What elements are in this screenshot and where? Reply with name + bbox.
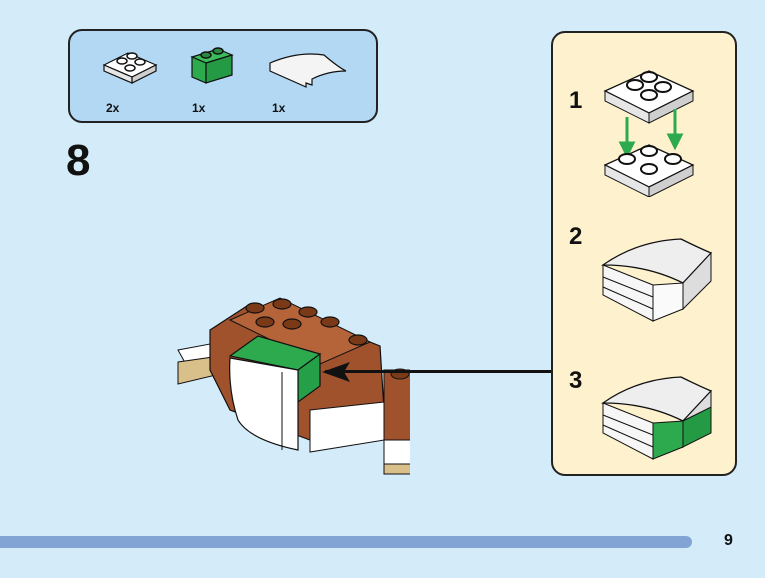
part-quantity: 1x xyxy=(192,101,206,115)
part-white-curved-slope: 1x xyxy=(268,41,348,121)
sub-step-number: 2 xyxy=(569,223,583,250)
white-plate-icon xyxy=(102,52,158,84)
sub-step-number: 3 xyxy=(569,367,583,394)
page-number: 9 xyxy=(724,532,733,549)
callout-line xyxy=(325,370,552,373)
callout-arrow-icon xyxy=(322,362,350,382)
part-quantity: 1x xyxy=(272,101,286,115)
step-number: 8 xyxy=(66,136,91,185)
model-assembly-illustration xyxy=(177,297,410,475)
sub-step-number: 1 xyxy=(569,87,583,114)
green-brick-icon xyxy=(190,47,234,84)
curved-slope-icon xyxy=(269,53,347,88)
sub-assembly-box: 1 2 3 xyxy=(551,31,737,476)
sub-step-3-illustration xyxy=(600,376,713,460)
parts-list-box: 2x 1x 1x xyxy=(68,29,378,123)
part-white-plate-2x2: 2x xyxy=(100,41,180,121)
sub-step-1-illustration xyxy=(603,70,695,197)
sub-step-2-illustration xyxy=(600,238,713,322)
part-quantity: 2x xyxy=(106,101,120,115)
footer-bar xyxy=(0,536,692,548)
part-green-brick-1x2: 1x xyxy=(188,41,268,121)
